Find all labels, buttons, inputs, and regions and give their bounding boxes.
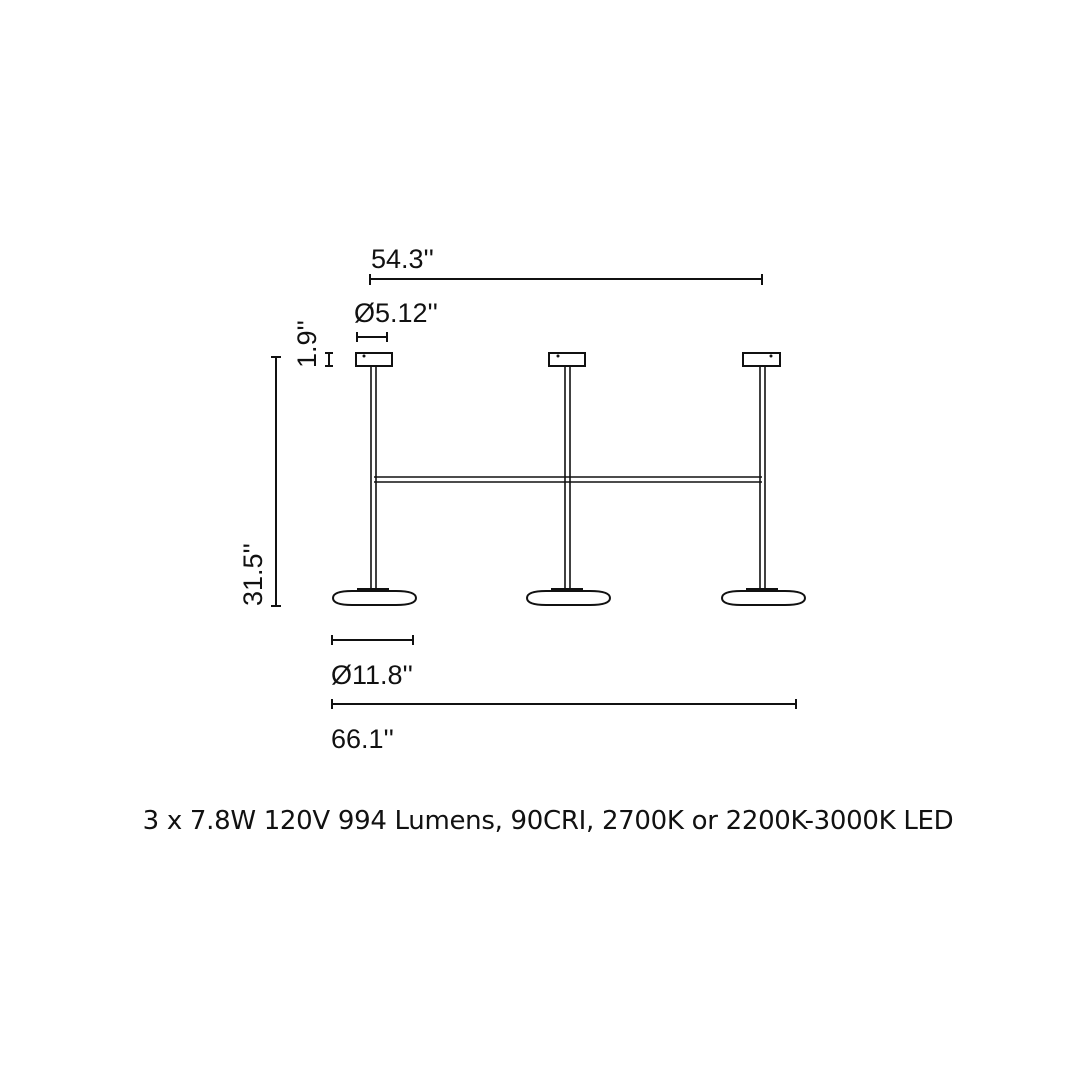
- fixture-drawing: [331, 352, 807, 606]
- pendant-left: [331, 352, 418, 606]
- spec-text: 3 x 7.8W 120V 994 Lumens, 90CRI, 2700K o…: [142, 806, 954, 836]
- label-overall-height: 31.5'': [238, 543, 268, 606]
- dimension-canopy-diameter: Ø5.12'': [354, 298, 438, 342]
- label-canopy-height: 1.9'': [292, 320, 322, 368]
- dimension-overall-length: 66.1'': [331, 699, 797, 754]
- dimension-canopy-height: 1.9'': [292, 320, 333, 368]
- dimension-shade-diameter: Ø11.8'': [331, 635, 414, 690]
- label-overall-length: 66.1'': [331, 724, 394, 754]
- pendant-center: [525, 352, 612, 606]
- horizontal-bar: [374, 476, 762, 483]
- label-canopy-diameter: Ø5.12'': [354, 298, 438, 328]
- label-canopy-spacing: 54.3'': [371, 244, 434, 274]
- label-shade-diameter: Ø11.8'': [331, 660, 413, 690]
- pendant-right: [720, 352, 807, 606]
- dimension-canopy-spacing: 54.3'': [369, 244, 763, 285]
- dimension-overall-height: 31.5'': [238, 356, 281, 607]
